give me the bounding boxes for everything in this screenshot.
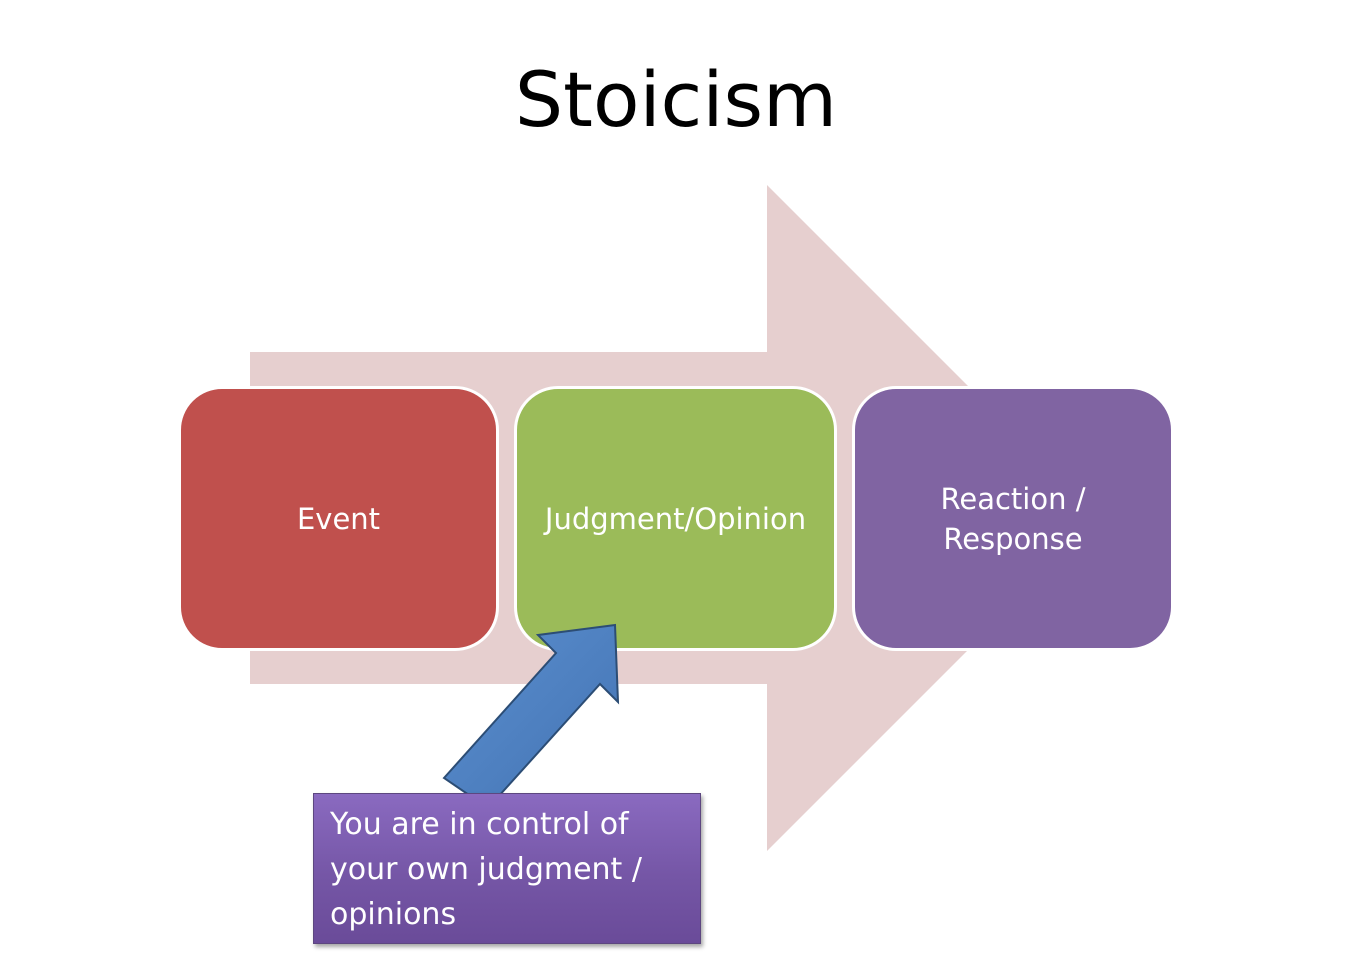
step-event: Event <box>178 386 499 651</box>
callout-line-3: opinions <box>330 897 457 932</box>
slide-title: Stoicism <box>514 55 838 144</box>
pointer-arrow-shape <box>442 623 620 810</box>
callout-line-1: You are in control of <box>330 807 629 842</box>
step-reaction-label: Reaction / Response <box>941 479 1086 559</box>
step-reaction: Reaction / Response <box>852 386 1174 651</box>
control-callout: You are in control of your own judgment … <box>313 793 701 944</box>
callout-line-2: your own judgment / <box>330 852 642 887</box>
step-judgment: Judgment/Opinion <box>514 386 837 651</box>
step-event-label: Event <box>296 501 381 536</box>
step-reaction-label-line-1: Reaction / <box>940 481 1086 516</box>
step-reaction-label-line-2: Response <box>943 521 1083 556</box>
step-judgment-label: Judgment/Opinion <box>544 501 807 536</box>
